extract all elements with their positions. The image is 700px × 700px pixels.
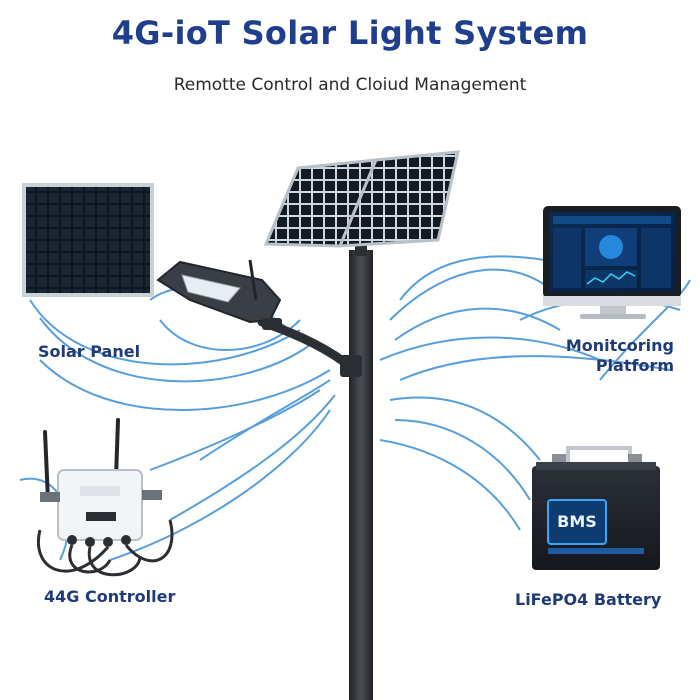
label-solar-panel: Solar Panel <box>38 342 141 361</box>
page-title: 4G-ioT Solar Light System <box>111 14 589 52</box>
pole-solar-panel <box>263 150 460 248</box>
battery-bms-badge: BMS <box>557 512 597 531</box>
label-monitoring-line1: Monitcoring <box>565 336 674 355</box>
label-monitoring-line2: Platform <box>595 356 674 375</box>
battery-image <box>532 446 660 570</box>
street-light-pole <box>257 240 373 700</box>
lamp-head <box>156 259 282 330</box>
solar-panel-image <box>22 183 154 297</box>
monitoring-platform-image <box>543 206 681 319</box>
controller-image <box>37 418 174 577</box>
label-controller: 44G Controller <box>44 587 176 606</box>
label-monitoring-platform: Monitcoring Platform <box>566 336 674 376</box>
signal-waves <box>19 255 691 561</box>
page-subtitle: Remotte Control and Cloiud Management <box>173 75 527 95</box>
label-battery: LiFePO4 Battery <box>515 590 662 609</box>
